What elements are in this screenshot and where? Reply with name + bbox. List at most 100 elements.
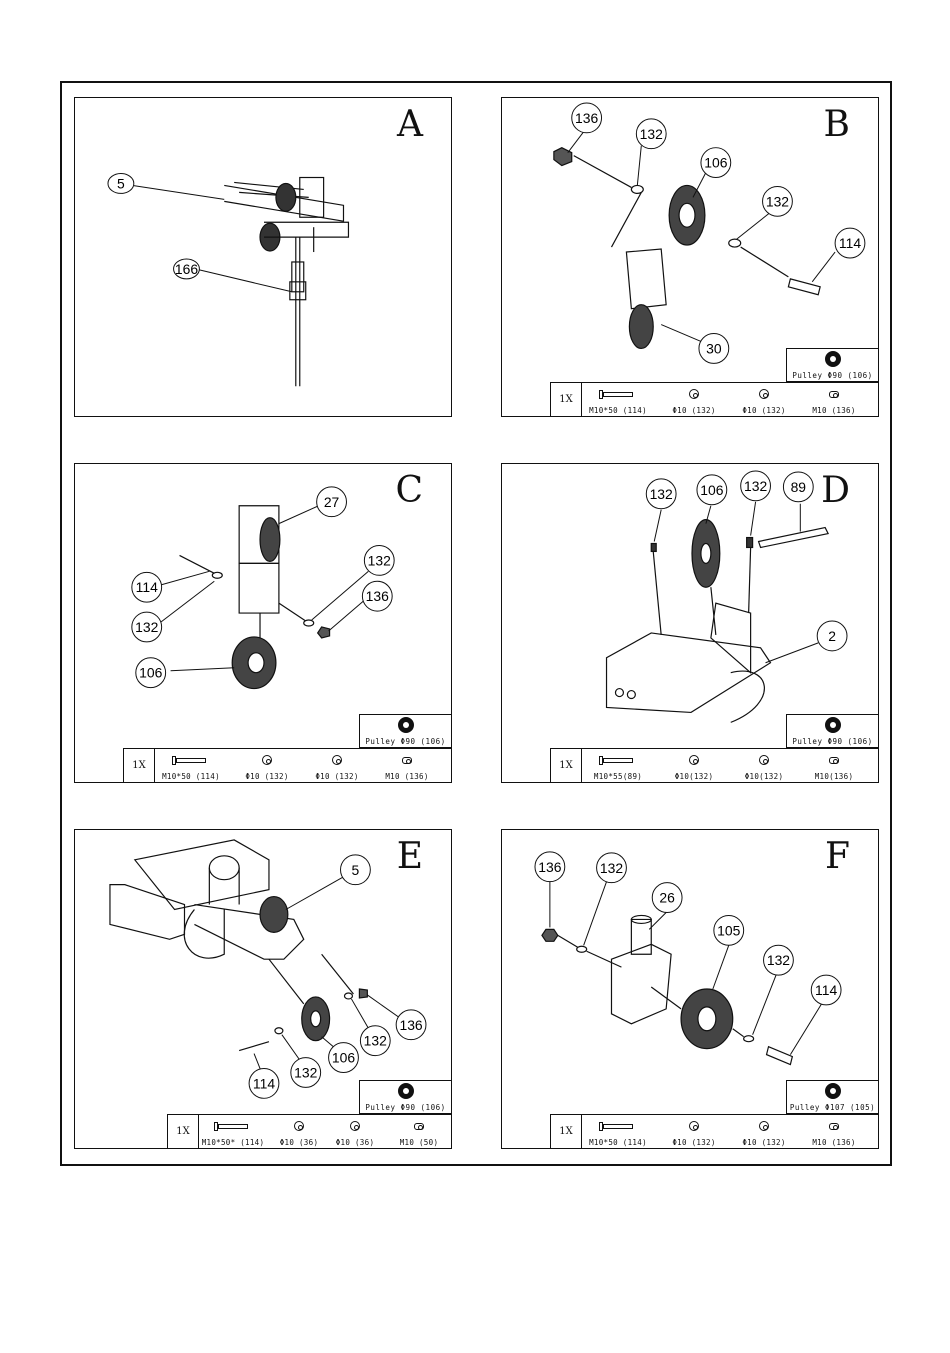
pulley-label: Pulley Φ90 (106): [365, 737, 446, 746]
hardware-label: Φ10(132): [674, 772, 714, 781]
pulley-label: Pulley Φ90 (106): [792, 371, 873, 380]
callout-26: 26: [659, 890, 675, 906]
callout-136: 136: [366, 588, 389, 604]
hardware-qty: 1X: [168, 1115, 199, 1148]
pulley-icon: [398, 1083, 414, 1099]
callout-2: 2: [828, 628, 836, 644]
hardware-label: M10 (136): [385, 772, 429, 781]
callout-5: 5: [117, 175, 125, 191]
hardware-label: M10*50 (114): [162, 772, 220, 781]
callout-132: 132: [364, 1033, 387, 1049]
pulley-box: Pulley Φ90 (106): [359, 1080, 451, 1114]
assembly-drawing-a: 5 166: [107, 173, 350, 387]
washer-icon: [262, 755, 272, 765]
hardware-label: Φ10 (132): [672, 1138, 716, 1147]
washer-icon: [689, 1121, 699, 1131]
assembly-drawing-c: 27 114 132 132 136 106: [131, 486, 395, 690]
callout-136: 136: [538, 859, 561, 875]
callout-132: 132: [766, 193, 789, 209]
panel-b: B 136 132 106 132 114 30: [501, 97, 879, 417]
pulley-icon: [825, 351, 841, 367]
pulley-box: Pulley Φ107 (105): [786, 1080, 878, 1114]
assembly-drawing-d: 132 106 132 89 2: [605, 470, 848, 723]
nut-icon: [829, 1122, 839, 1130]
callout-114: 114: [253, 1075, 275, 1091]
nut-icon: [829, 390, 839, 398]
hardware-label: M10*55(89): [593, 772, 643, 781]
nut-icon: [402, 756, 412, 764]
washer-icon: [759, 755, 769, 765]
hardware-label: M10 (136): [812, 1138, 856, 1147]
hardware-label: Φ10 (132): [245, 772, 289, 781]
pulley-box: Pulley Φ90 (106): [359, 714, 451, 748]
callout-166: 166: [175, 261, 198, 277]
callout-132: 132: [744, 478, 767, 494]
callout-132: 132: [600, 860, 623, 876]
hardware-label: Φ10 (132): [742, 1138, 786, 1147]
panel-letter: C: [395, 470, 423, 511]
hardware-table: 1X M10*50 (114) Φ10 (132) Φ10 (132) M10 …: [550, 1114, 878, 1148]
panel-a: A 5 166: [74, 97, 452, 417]
panel-letter: F: [825, 836, 850, 877]
hardware-label: M10*50 (114): [589, 406, 647, 415]
callout-132: 132: [294, 1064, 317, 1080]
hardware-label: M10*50* (114): [201, 1138, 265, 1147]
callout-132: 132: [767, 952, 790, 968]
pulley-box: Pulley Φ90 (106): [786, 714, 878, 748]
bolt-icon: [599, 755, 633, 765]
pulley-box: Pulley Φ90 (106): [786, 348, 878, 382]
assembly-drawing-e: 5 136 132 106 132 114: [109, 839, 427, 1099]
hardware-label: Φ10 (36): [279, 1138, 319, 1147]
washer-icon: [759, 1121, 769, 1131]
callout-136: 136: [399, 1017, 422, 1033]
callout-30: 30: [706, 340, 722, 356]
callout-114: 114: [136, 579, 158, 595]
pulley-icon: [398, 717, 414, 733]
hardware-label: Φ10 (132): [315, 772, 359, 781]
washer-icon: [294, 1121, 304, 1131]
callout-5: 5: [352, 862, 360, 878]
hardware-qty: 1X: [551, 1115, 582, 1148]
hardware-label: Φ10 (132): [672, 406, 716, 415]
hardware-label: Φ10(132): [744, 772, 784, 781]
washer-icon: [689, 389, 699, 399]
callout-106: 106: [704, 155, 727, 171]
nut-icon: [414, 1122, 424, 1130]
panel-letter: E: [396, 836, 423, 877]
callout-27: 27: [324, 494, 340, 510]
hardware-label: M10 (50): [399, 1138, 439, 1147]
hardware-label: M10 (136): [812, 406, 856, 415]
pulley-icon: [825, 717, 841, 733]
washer-icon: [689, 755, 699, 765]
panel-letter: A: [397, 104, 423, 145]
bolt-icon: [599, 389, 633, 399]
pulley-label: Pulley Φ90 (106): [365, 1103, 446, 1112]
hardware-qty: 1X: [124, 749, 155, 782]
nut-icon: [829, 756, 839, 764]
hardware-label: Φ10 (36): [335, 1138, 375, 1147]
hardware-table: 1X M10*50* (114) Φ10 (36) Φ10 (36) M10 (…: [167, 1114, 451, 1148]
callout-89: 89: [791, 479, 807, 495]
panel-c: C 27 114 132 132 136 106: [74, 463, 452, 783]
hardware-qty: 1X: [551, 383, 582, 416]
washer-icon: [332, 755, 342, 765]
page-frame: [60, 81, 892, 1166]
hardware-qty: 1X: [551, 749, 582, 782]
hardware-label: M10*50 (114): [589, 1138, 647, 1147]
pulley-icon: [825, 1083, 841, 1099]
hardware-table: 1X M10*50 (114) Φ10 (132) Φ10 (132) M10 …: [550, 382, 878, 416]
callout-106: 106: [139, 665, 162, 681]
callout-106: 106: [332, 1050, 355, 1066]
assembly-drawing-f: 136 132 26 105 132 114: [534, 851, 842, 1066]
washer-icon: [350, 1121, 360, 1131]
callout-114: 114: [839, 235, 861, 251]
assembly-drawing-b: 136 132 106 132 114 30: [553, 102, 866, 364]
pulley-label: Pulley Φ90 (106): [792, 737, 873, 746]
hardware-table: 1X M10*50 (114) Φ10 (132) Φ10 (132) M10 …: [123, 748, 451, 782]
callout-114: 114: [815, 982, 837, 998]
callout-105: 105: [717, 922, 740, 938]
pulley-label: Pulley Φ107 (105): [789, 1103, 876, 1112]
bolt-icon: [214, 1121, 248, 1131]
hardware-label: Φ10 (132): [742, 406, 786, 415]
panel-letter: D: [821, 470, 850, 511]
